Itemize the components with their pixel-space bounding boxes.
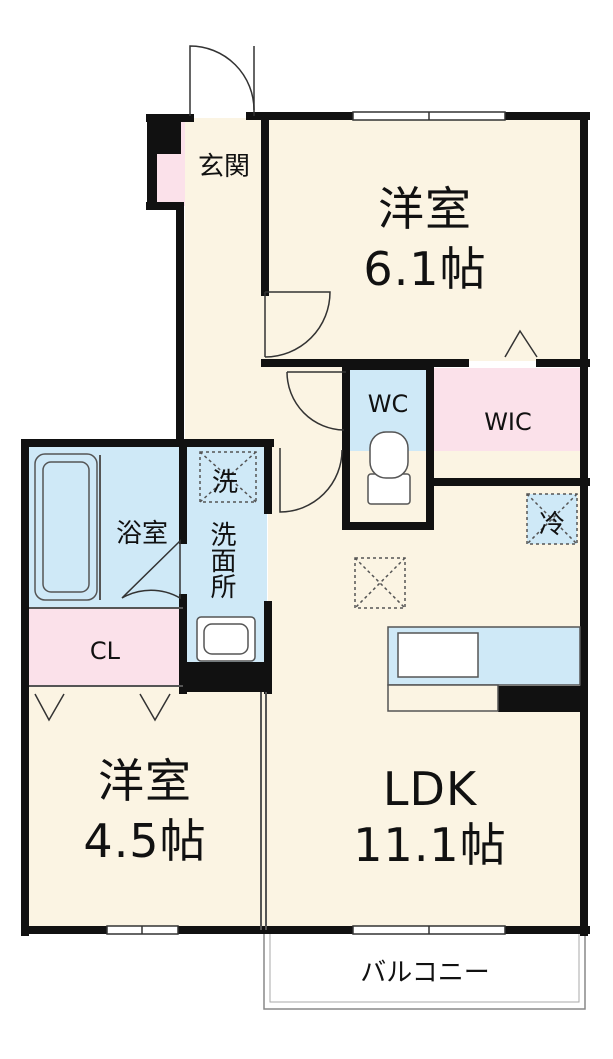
wash-door-swing (279, 448, 343, 513)
ldk-name: LDK (382, 762, 478, 816)
washer-mark: 洗 (211, 468, 238, 498)
bathtub (34, 453, 98, 601)
closet-floor (29, 608, 185, 686)
western-room-2-floor (29, 686, 268, 929)
ldk-size: 11.1帖 (353, 818, 507, 872)
western-room-2-size: 4.5帖 (83, 814, 207, 868)
kitchen-sink (397, 632, 479, 678)
bath-door-swing (121, 539, 181, 600)
western-room-1-floor (268, 118, 586, 361)
wc-walls (342, 362, 434, 530)
wash-basin (196, 616, 256, 662)
bath-label: 浴室 (115, 519, 168, 549)
wash-basin-inner (203, 623, 249, 655)
doors (34, 45, 538, 722)
entrance-wall-block-2 (147, 150, 157, 210)
walls (21, 112, 590, 936)
closet-door-left (34, 693, 65, 722)
kitchen-counter-base (387, 684, 499, 712)
entrance-label: 玄関 (197, 152, 250, 182)
western-room-1-size: 6.1帖 (363, 242, 487, 296)
hall-floor-2 (268, 361, 348, 451)
wic-door (504, 329, 538, 358)
western-room-2-name: 洋室 (98, 754, 192, 808)
bathtub-inner (42, 461, 90, 593)
toilet-bowl (369, 431, 409, 479)
closet-label: CL (89, 637, 121, 665)
fridge-space (526, 493, 578, 545)
washer-space (199, 451, 257, 503)
balcony-label: バルコニー (360, 958, 490, 988)
washer-x2 (199, 451, 257, 503)
wic-label: WIC (484, 408, 532, 436)
partitions (29, 455, 267, 930)
entrance-step (185, 118, 263, 206)
wc-door-swing (286, 371, 346, 431)
fixtures (34, 431, 581, 712)
room1-door-swing (264, 291, 331, 358)
fridge-mark: 冷 (538, 510, 565, 540)
wall-wash-block (180, 662, 270, 692)
hall-floor (185, 206, 270, 446)
ceiling-vent (354, 557, 406, 609)
closet-door-right (139, 693, 171, 722)
balcony-area (263, 928, 586, 1010)
entrance-door-swing (189, 45, 255, 116)
wc-label: WC (367, 390, 409, 418)
windows (106, 111, 506, 935)
washroom-label: 洗面所 (206, 521, 236, 599)
wall-kitchen-block (498, 686, 588, 712)
western-room-1-name: 洋室 (378, 182, 472, 236)
